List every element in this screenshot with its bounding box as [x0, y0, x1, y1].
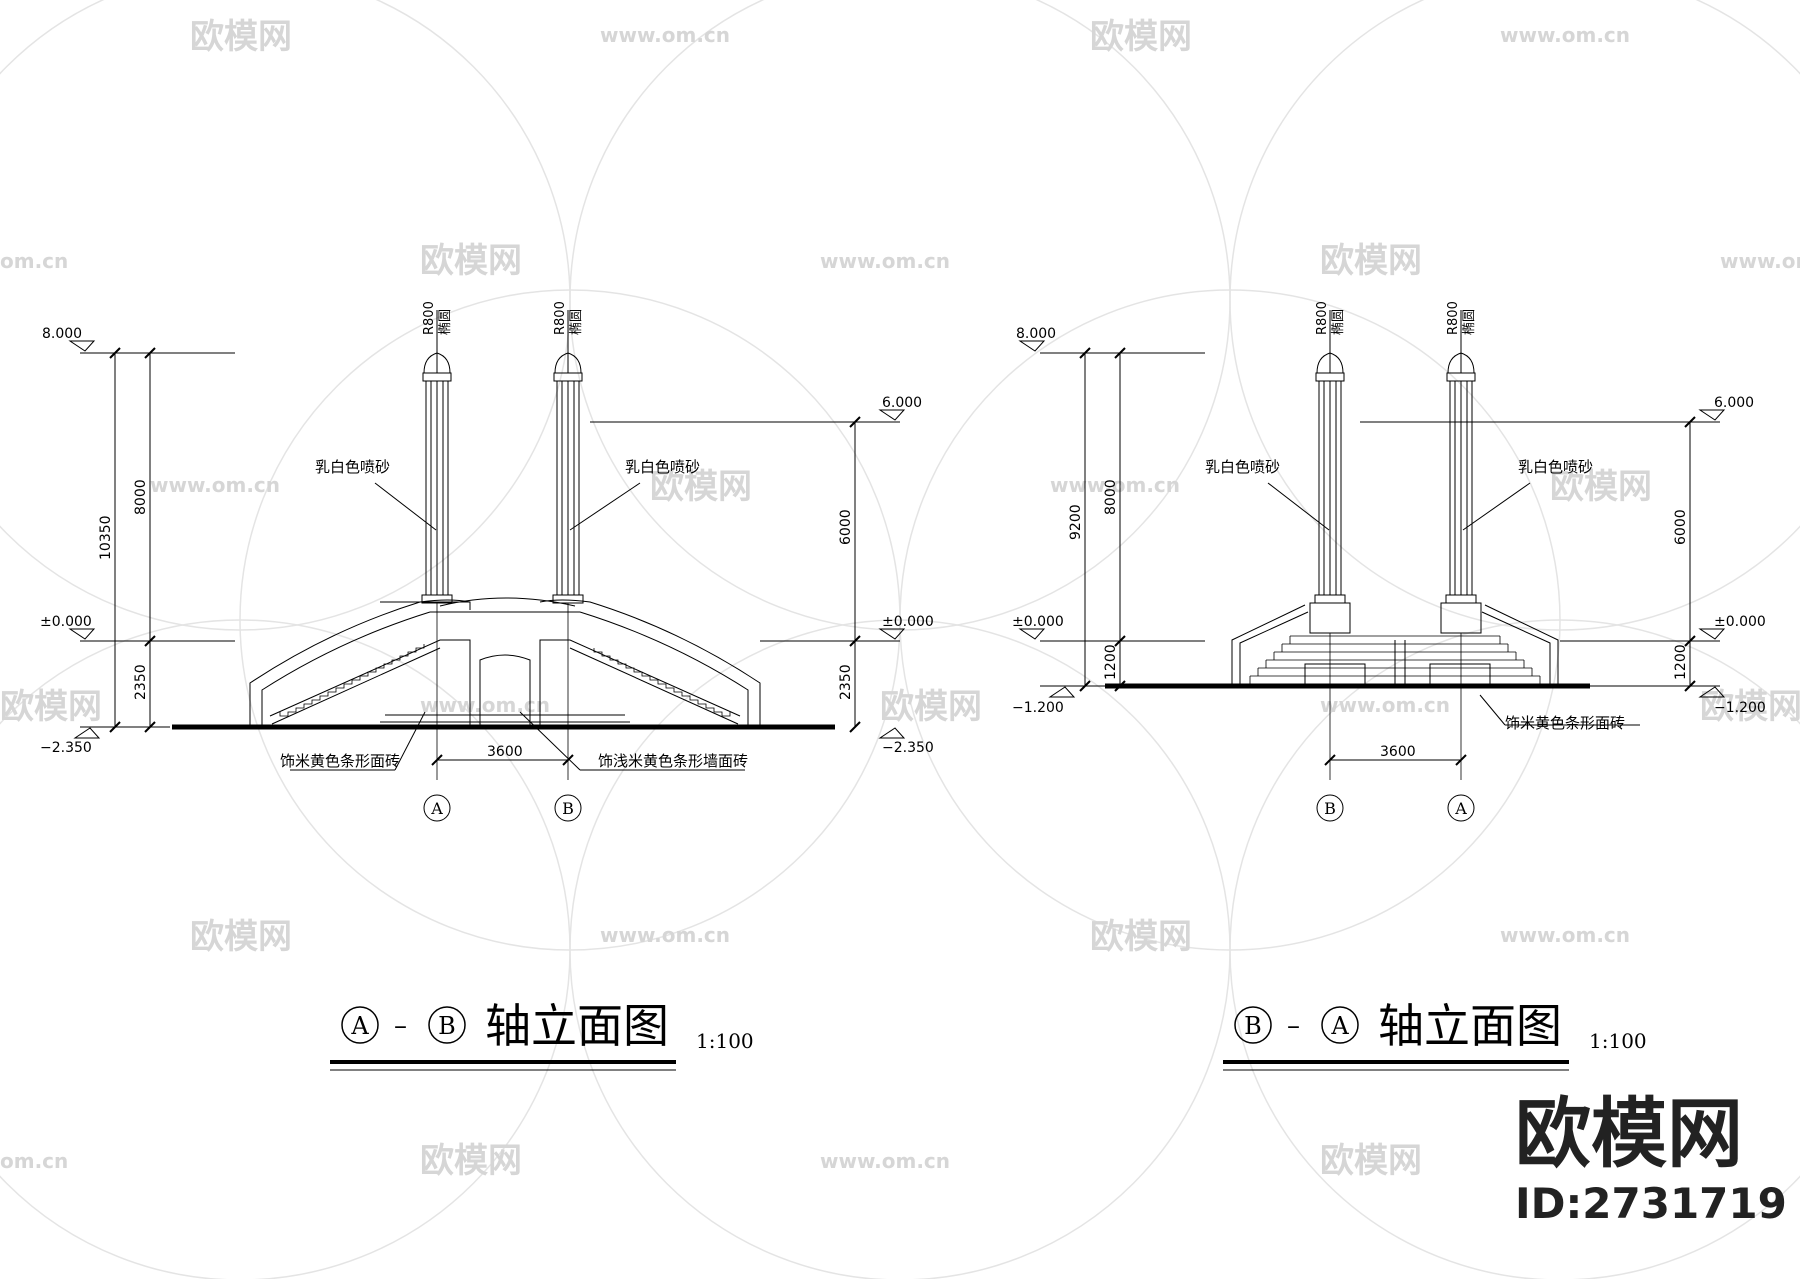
right-elev-bottom-right: −1.200: [1714, 700, 1766, 716]
left-elev-zero-right: ±0.000: [882, 614, 934, 630]
left-note-floor: 饰米黄色条形面砖: [280, 752, 400, 770]
left-col-a-label-2: 椭圆: [437, 309, 453, 335]
svg-text:www.om.cn: www.om.cn: [420, 693, 550, 717]
brand-name: 欧模网: [1515, 1089, 1743, 1178]
left-title-axis-1: A: [350, 1012, 369, 1040]
svg-text:欧模网: 欧模网: [1320, 1141, 1422, 1181]
svg-text:欧模网: 欧模网: [420, 241, 522, 281]
right-col-b-label-1: R800: [1315, 301, 1330, 335]
right-title-axis-2: A: [1330, 1012, 1349, 1040]
svg-text:www.om.cn: www.om.cn: [1320, 693, 1450, 717]
svg-text:www.om.cn: www.om.cn: [1720, 249, 1800, 273]
left-dim-total: 10350: [98, 515, 114, 560]
right-col-a-label-1: R800: [1446, 301, 1461, 335]
right-dim-total: 9200: [1068, 504, 1084, 540]
right-title-text: 轴立面图: [1378, 999, 1562, 1053]
right-scale: 1:100: [1589, 1029, 1647, 1053]
svg-text:www.om.cn: www.om.cn: [820, 1149, 950, 1173]
left-col-a-label-1: R800: [422, 301, 437, 335]
right-dim-lower-left: 1200: [1103, 644, 1119, 680]
right-note-right: 乳白色喷砂: [1518, 458, 1593, 476]
left-elevation: [68, 310, 906, 822]
right-axis-b: B: [1324, 799, 1336, 818]
left-elevation-labels: 8.000 6.000 ±0.000 ±0.000 −2.350 −2.350 …: [40, 301, 934, 818]
svg-text:欧模网: 欧模网: [420, 1141, 522, 1181]
left-note-left: 乳白色喷砂: [315, 458, 390, 476]
right-elevation: [1018, 310, 1726, 822]
svg-text:欧模网: 欧模网: [190, 17, 292, 57]
svg-text:欧模网: 欧模网: [650, 467, 752, 507]
svg-text:www.om.cn: www.om.cn: [600, 923, 730, 947]
brand-id: ID:2731719: [1515, 1179, 1787, 1228]
right-elev-mid-right: 6.000: [1714, 395, 1754, 411]
left-axis-b: B: [562, 799, 574, 818]
right-note-floor: 饰米黄色条形面砖: [1505, 714, 1625, 732]
left-elev-zero-left: ±0.000: [40, 614, 92, 630]
left-dim-right-upper: 6000: [838, 509, 854, 545]
right-title-axis-1: B: [1244, 1012, 1262, 1040]
svg-text:欧模网: 欧模网: [880, 687, 982, 727]
left-title-text: 轴立面图: [485, 999, 669, 1053]
svg-text:欧模网: 欧模网: [1090, 917, 1192, 957]
left-title-block: A – B 轴立面图 1:100: [330, 999, 754, 1071]
svg-text:欧模网: 欧模网: [1090, 17, 1192, 57]
right-dim-lower-right: 1200: [1673, 644, 1689, 680]
left-scale: 1:100: [696, 1029, 754, 1053]
left-title-axis-2: B: [438, 1012, 456, 1040]
left-dim-upper: 8000: [133, 479, 149, 515]
left-elev-mid-right: 6.000: [882, 395, 922, 411]
svg-text:www.om.cn: www.om.cn: [820, 249, 950, 273]
right-title-block: B – A 轴立面图 1:100: [1223, 999, 1647, 1071]
svg-text:欧模网: 欧模网: [1700, 687, 1800, 727]
left-col-b-label-2: 椭圆: [568, 309, 584, 335]
right-axis-a: A: [1454, 799, 1467, 818]
right-elev-bottom-left: −1.200: [1012, 700, 1064, 716]
right-col-b-label-2: 椭圆: [1330, 309, 1346, 335]
left-dim-span: 3600: [487, 744, 523, 760]
right-elev-top: 8.000: [1016, 326, 1056, 342]
left-dim-lower-right: 2350: [838, 664, 854, 700]
svg-text:www.om.cn: www.om.cn: [1500, 923, 1630, 947]
left-note-right: 乳白色喷砂: [625, 458, 700, 476]
right-note-left: 乳白色喷砂: [1205, 458, 1280, 476]
left-title-dash: –: [394, 1011, 407, 1041]
watermark-texts: 欧模网 www.om.cn 欧模网 www.om.cn om.cn 欧模网 ww…: [0, 17, 1800, 1181]
left-elev-bottom-left: −2.350: [40, 740, 92, 756]
left-axis-a: A: [430, 799, 443, 818]
svg-text:om.cn: om.cn: [0, 1149, 68, 1173]
svg-text:欧模网: 欧模网: [1550, 467, 1652, 507]
right-col-a-label-2: 椭圆: [1461, 309, 1477, 335]
svg-text:欧模网: 欧模网: [190, 917, 292, 957]
svg-text:欧模网: 欧模网: [0, 687, 102, 727]
right-title-dash: –: [1287, 1011, 1300, 1041]
left-note-wall: 饰浅米黄色条形墙面砖: [598, 752, 748, 770]
left-elev-bottom-right: −2.350: [882, 740, 934, 756]
right-elev-zero-left: ±0.000: [1012, 614, 1064, 630]
svg-text:www.om.cn: www.om.cn: [1050, 473, 1180, 497]
right-elevation-labels: 8.000 6.000 ±0.000 ±0.000 −1.200 −1.200 …: [1012, 301, 1766, 818]
right-elev-zero-right: ±0.000: [1714, 614, 1766, 630]
right-dim-right-upper: 6000: [1673, 509, 1689, 545]
svg-text:www.om.cn: www.om.cn: [600, 23, 730, 47]
left-col-b-label-1: R800: [553, 301, 568, 335]
right-dim-span: 3600: [1380, 744, 1416, 760]
svg-text:www.om.cn: www.om.cn: [1500, 23, 1630, 47]
right-dim-upper: 8000: [1103, 479, 1119, 515]
brand-corner: 欧模网 ID:2731719: [1515, 1089, 1787, 1228]
left-elev-top: 8.000: [42, 326, 82, 342]
svg-text:om.cn: om.cn: [0, 249, 68, 273]
svg-text:www.om.cn: www.om.cn: [150, 473, 280, 497]
left-dim-lower-left: 2350: [133, 664, 149, 700]
svg-text:欧模网: 欧模网: [1320, 241, 1422, 281]
